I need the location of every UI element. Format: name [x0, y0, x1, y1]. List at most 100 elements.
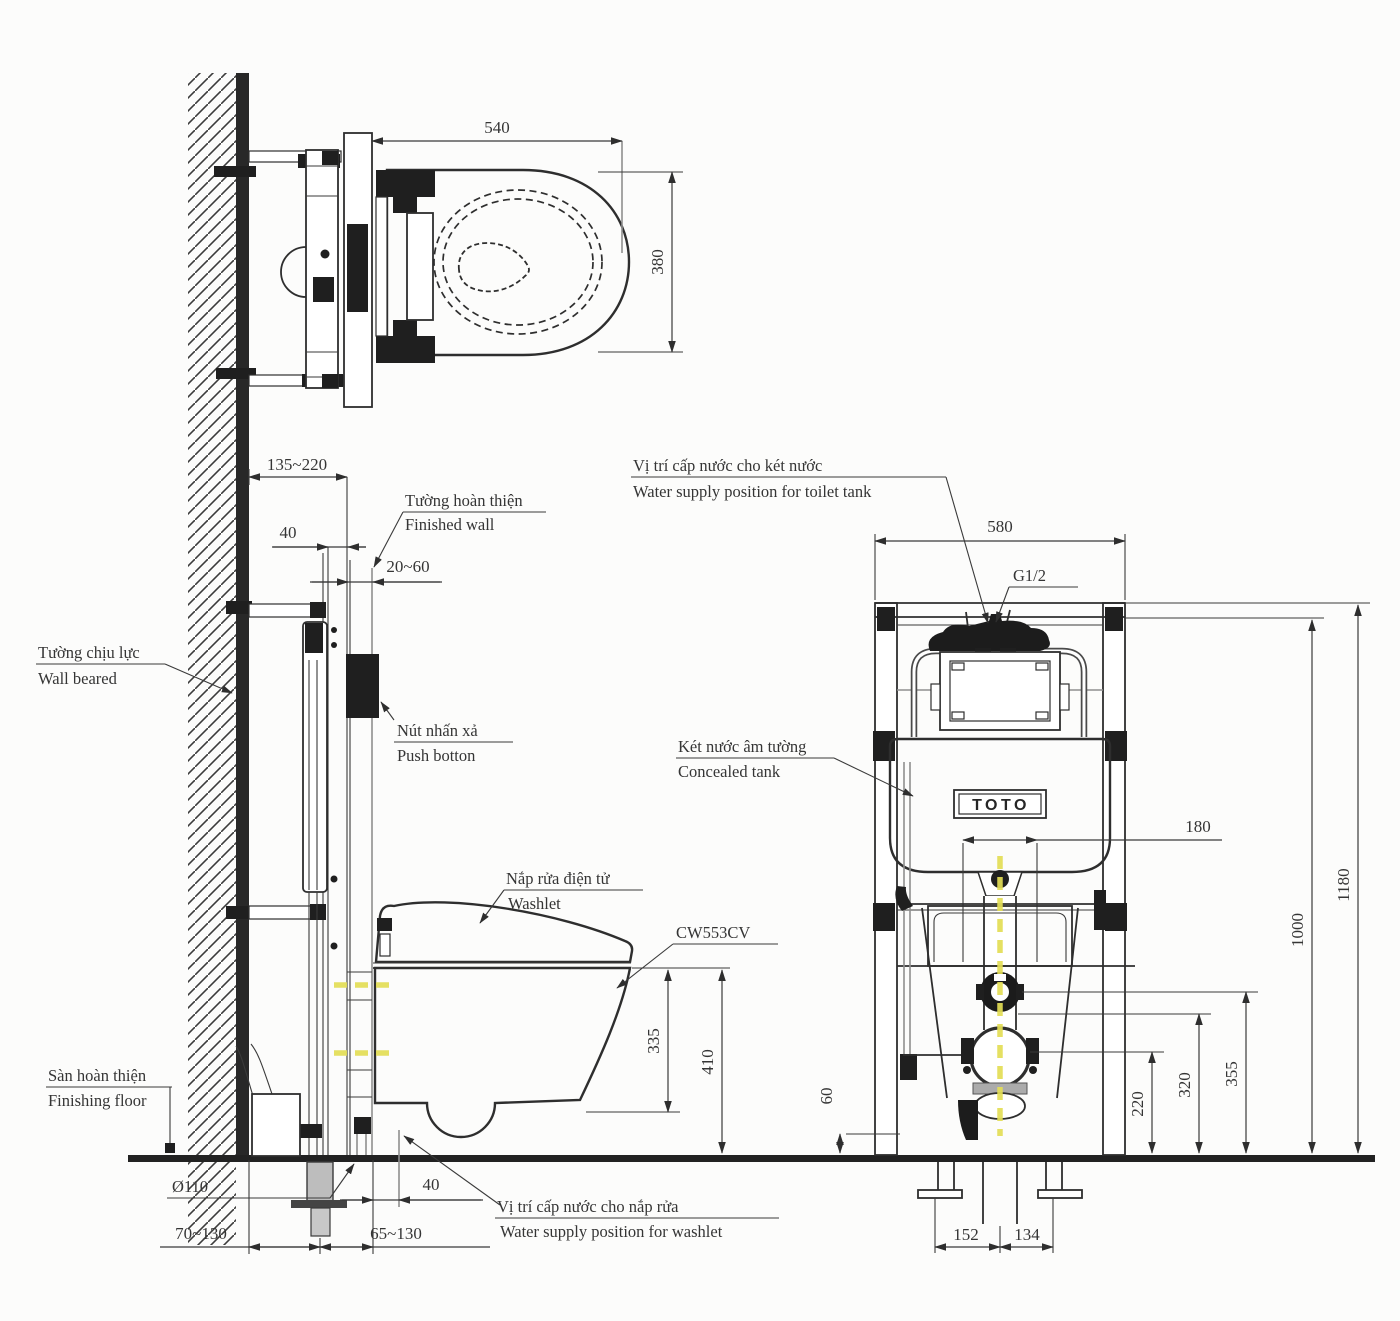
floor-line	[128, 1155, 1375, 1162]
svg-text:Finished wall: Finished wall	[405, 515, 495, 534]
bracket-bolt	[310, 602, 326, 618]
floor-bolt	[300, 1124, 322, 1138]
dim-rim-height: 410	[698, 1049, 717, 1075]
top-view: 540 380	[248, 118, 683, 408]
water-inlet-valve	[928, 614, 1050, 651]
svg-text:Vị trí cấp nước cho nắp rửa: Vị trí cấp nước cho nắp rửa	[497, 1197, 679, 1216]
label-finished-wall: Tường hoàn thiện Finished wall	[373, 491, 546, 568]
label-finishing-floor: Sàn hoàn thiện Finishing floor	[46, 1066, 175, 1153]
label-washlet: Nắp rửa điện tử Washlet	[479, 869, 643, 924]
access-panel-inner	[949, 660, 1051, 722]
rail-block	[1105, 731, 1127, 761]
label-washlet-supply: Vị trí cấp nước cho nắp rửa Water supply…	[403, 1135, 779, 1241]
svg-text:Wall beared: Wall beared	[38, 669, 118, 688]
svg-text:Water supply position for toil: Water supply position for toilet tank	[633, 482, 872, 501]
rail-block	[1105, 903, 1127, 931]
concealed-tank	[888, 737, 1112, 874]
svg-text:Washlet: Washlet	[508, 894, 561, 913]
plate-window	[347, 224, 368, 312]
label-concealed-tank: Két nước âm tường Concealed tank	[676, 737, 914, 797]
corner-block	[322, 374, 338, 388]
dim-outlet-height: 220	[1128, 1091, 1147, 1117]
dim-mid-height: 320	[1175, 1072, 1194, 1098]
drain-elbow-box	[251, 1093, 301, 1157]
front-view: 580 T	[631, 456, 1370, 1253]
valve-block	[313, 277, 334, 302]
lid-hinge	[377, 918, 392, 931]
washlet-supply-point	[354, 1117, 371, 1134]
svg-text:Push botton: Push botton	[397, 746, 475, 765]
drain-pipe	[306, 1161, 334, 1203]
tank-side-profile	[302, 621, 328, 893]
rail-block	[873, 903, 895, 931]
hinge-block	[393, 197, 417, 213]
hinge-block	[376, 336, 435, 363]
brand-text: TOTO	[972, 797, 1030, 814]
wall-hatch	[188, 73, 236, 1245]
load-bearing-wall	[188, 73, 256, 1245]
hinge-bar	[375, 196, 388, 337]
svg-text:Nút nhấn xả: Nút nhấn xả	[397, 721, 478, 740]
dim-frame-width: 580	[987, 517, 1013, 536]
toto-logo: TOTO	[953, 789, 1047, 819]
seat-opening-outer	[433, 189, 603, 335]
frame-foot	[917, 1189, 963, 1199]
push-button	[346, 654, 379, 718]
dim-upper-height: 355	[1222, 1061, 1241, 1087]
hinge-block	[393, 320, 417, 336]
toilet-bowl-top-view	[385, 168, 631, 357]
svg-text:Tường chịu lực: Tường chịu lực	[38, 643, 140, 662]
wall-anchor	[226, 601, 252, 614]
label-thread: G1/2	[995, 566, 1078, 623]
dim-leg-left: 152	[953, 1225, 979, 1244]
hinge-block	[376, 170, 435, 197]
bolt-dot	[320, 249, 330, 259]
label-model: CW553CV	[616, 923, 778, 989]
label-push-button: Nút nhấn xả Push botton	[380, 701, 513, 765]
svg-text:Ø110: Ø110	[172, 1177, 208, 1196]
pipe-elbow	[900, 1054, 917, 1080]
washlet-side-profile	[374, 901, 634, 964]
frame-foot	[1037, 1189, 1083, 1199]
dim-bowl-height: 335	[644, 1028, 663, 1054]
svg-text:Vị trí cấp nước cho két nước: Vị trí cấp nước cho két nước	[633, 456, 822, 475]
frame-left-channel	[874, 602, 898, 1156]
dim-wall-offset: 135~220	[267, 455, 327, 474]
wall-anchor	[216, 368, 256, 379]
svg-text:G1/2: G1/2	[1013, 566, 1046, 585]
wall-anchor	[226, 906, 252, 919]
lid-hinge-plate	[379, 933, 391, 957]
trapway-outline	[458, 242, 530, 293]
label-tank-supply: Vị trí cấp nước cho két nước Water suppl…	[631, 456, 989, 624]
svg-text:Tường hoàn thiện: Tường hoàn thiện	[405, 491, 523, 510]
corner-block	[877, 607, 895, 631]
wall-bracket	[248, 150, 342, 163]
dim-380: 380	[648, 249, 667, 275]
pipe-bend	[895, 886, 913, 911]
svg-text:Concealed tank: Concealed tank	[678, 762, 781, 781]
supply-bump	[280, 246, 307, 298]
floor-marker	[165, 1143, 175, 1153]
dim-leg-right: 134	[1014, 1225, 1040, 1244]
panel-lug	[1059, 683, 1070, 711]
side-fitting	[1094, 890, 1106, 930]
fill-valve-side	[305, 623, 323, 653]
bowl-side-profile	[373, 966, 632, 1139]
corner-block	[1105, 607, 1123, 631]
side-view: 135~220 40 20~60 Tường hoàn thiện Finish…	[36, 455, 779, 1254]
svg-text:Nắp rửa điện tử: Nắp rửa điện tử	[506, 869, 611, 888]
svg-text:Két nước âm tường: Két nước âm tường	[678, 737, 806, 756]
panel-lug	[930, 683, 941, 711]
svg-text:Sàn hoàn thiện: Sàn hoàn thiện	[48, 1066, 146, 1085]
dim-tank-height: 1000	[1288, 913, 1307, 947]
bracket-bolt	[310, 904, 326, 920]
dim-left-height: 60	[817, 1088, 836, 1105]
drain-pipe-lower	[310, 1207, 331, 1237]
dim-finished-wall-thk: 20~60	[386, 557, 429, 576]
corner-block	[322, 151, 338, 165]
drain-collar	[291, 1200, 347, 1208]
dim-supply-offset: 65~130	[370, 1224, 422, 1243]
label-load-wall: Tường chịu lực Wall beared	[36, 643, 233, 694]
